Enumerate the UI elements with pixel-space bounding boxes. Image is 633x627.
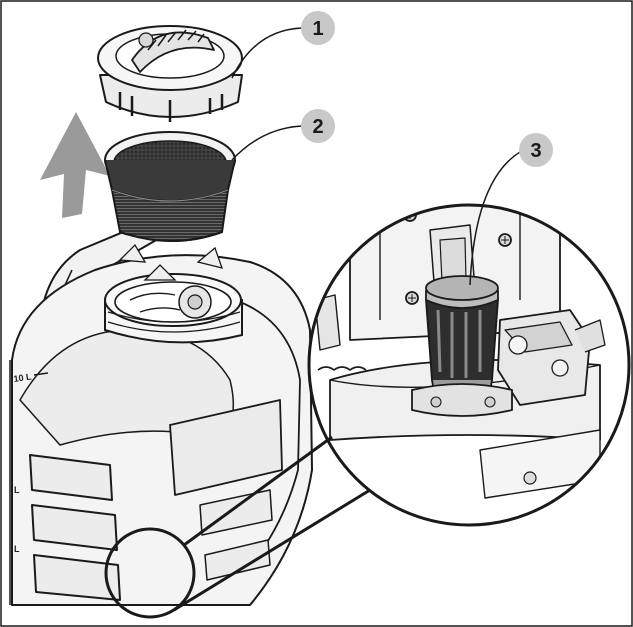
callout-3: 3 — [469, 133, 553, 286]
scale-mark-low: L — [14, 544, 20, 554]
scale-mark-mid: L — [14, 485, 20, 495]
callout-1-label: 1 — [312, 18, 323, 40]
zoom-source-circle — [104, 527, 196, 619]
tank-lid — [97, 25, 243, 122]
scale-mark-10l: 10 L — [13, 372, 33, 384]
tank-scale: 10 L L L — [13, 372, 49, 554]
callout-1: 1 — [231, 11, 335, 79]
callout-2-label: 2 — [312, 116, 323, 138]
tank-filling-opening — [104, 243, 243, 344]
callout-2: 2 — [231, 109, 335, 161]
filter-sieve — [104, 131, 236, 242]
filter-cartridge — [411, 275, 513, 417]
lift-up-arrow — [40, 112, 110, 218]
zoom-connector — [104, 435, 371, 619]
detail-zoom — [307, 203, 631, 527]
callout-3-label: 3 — [530, 140, 541, 162]
